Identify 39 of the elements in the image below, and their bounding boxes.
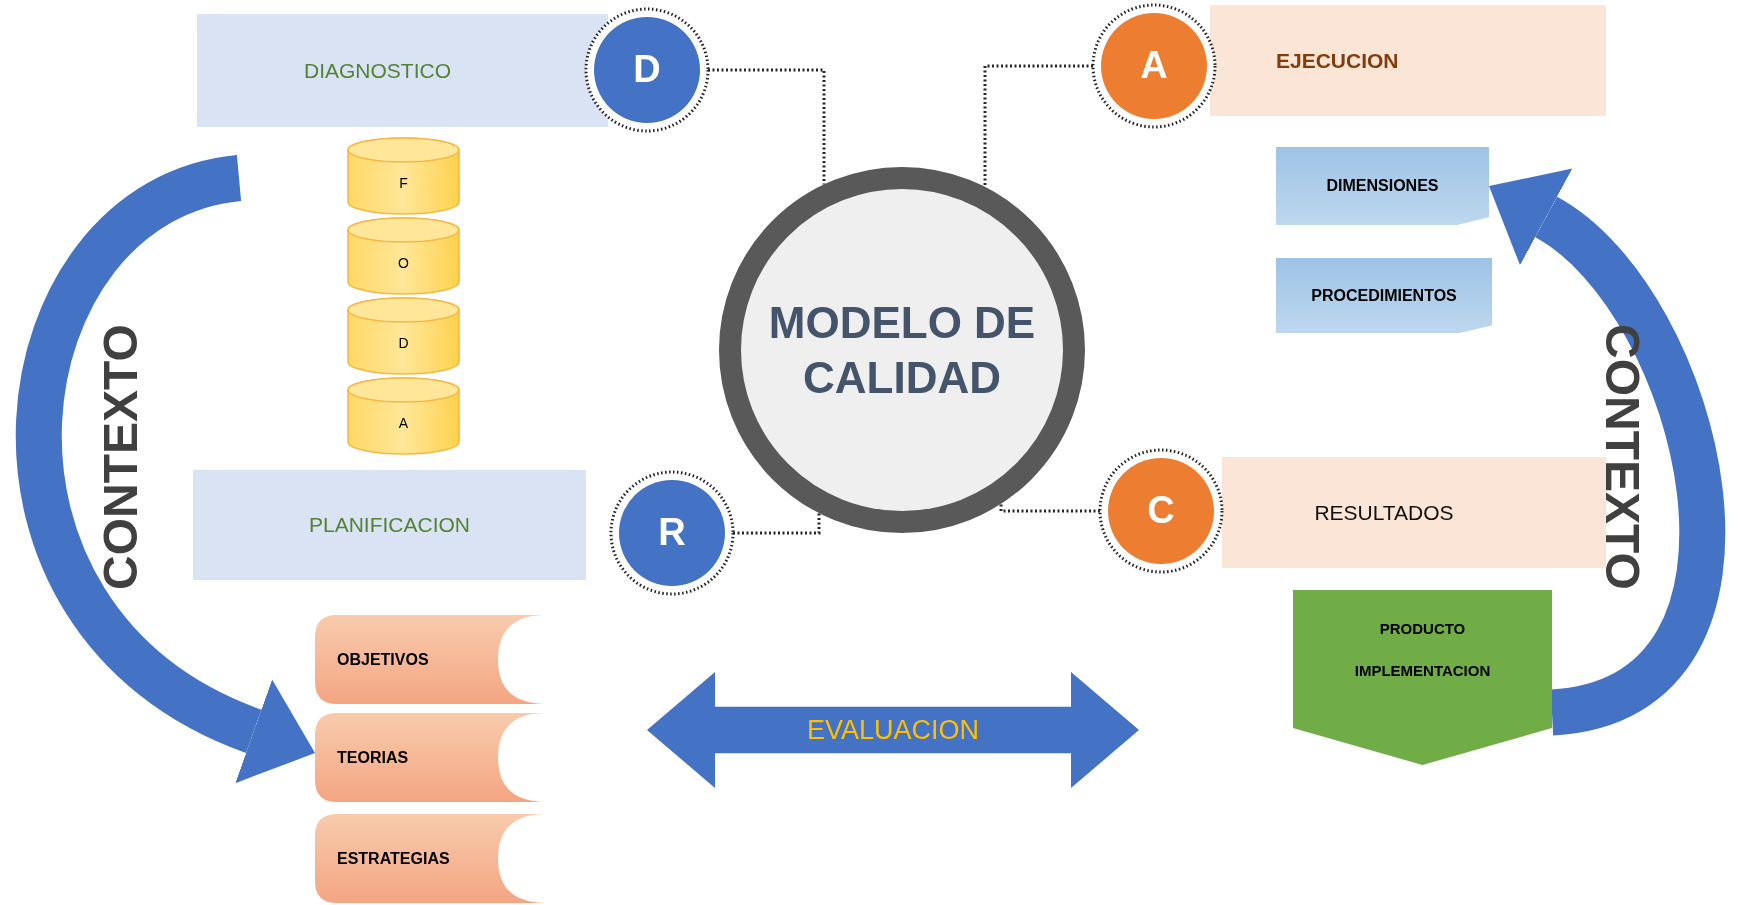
node-text: C — [1147, 488, 1175, 534]
node-text: PLANIFICACION — [309, 512, 470, 538]
pentagon-box — [1293, 590, 1552, 765]
node-text: PRODUCTO — [1379, 620, 1466, 638]
node-text: O — [398, 254, 409, 272]
node-text: IMPLEMENTACION — [1354, 662, 1491, 680]
cylinder — [347, 138, 460, 214]
cylinder — [347, 378, 460, 454]
node-text: F — [399, 174, 408, 192]
node-text: EVALUACION — [806, 713, 979, 747]
node-text: PROCEDIMIENTOS — [1311, 285, 1457, 306]
cylinder — [347, 218, 460, 294]
letter-circle — [610, 471, 734, 595]
node-text: OBJETIVOS — [337, 649, 429, 670]
node-text: EJECUCION — [1276, 47, 1399, 74]
letter-circle — [1099, 449, 1223, 573]
node-text: A — [398, 414, 409, 432]
letter-circle — [585, 8, 709, 132]
letter-circle — [1092, 4, 1216, 128]
node-text: DIAGNOSTICO — [304, 57, 451, 84]
tag-box — [1276, 147, 1489, 225]
node-text: D — [633, 47, 661, 93]
label-box — [1210, 5, 1606, 116]
node-text: DIMENSIONES — [1326, 176, 1439, 196]
node-text: TEORIAS — [337, 747, 409, 768]
label-box — [193, 470, 586, 580]
edge-label: CONTEXTO — [92, 324, 148, 590]
double-arrow — [647, 672, 1139, 788]
node-text: ESTRATEGIAS — [337, 848, 450, 869]
label-box — [197, 14, 608, 127]
node-text: MODELO DE CALIDAD — [767, 297, 1037, 404]
label-box — [1222, 457, 1606, 568]
node-text: D — [398, 334, 409, 352]
cylinder — [347, 298, 460, 374]
node-text: RESULTADOS — [1314, 499, 1454, 526]
node-text: R — [658, 510, 686, 556]
curved-arrow — [16, 155, 313, 781]
tag-box — [1276, 258, 1492, 333]
node-text: A — [1140, 43, 1168, 89]
